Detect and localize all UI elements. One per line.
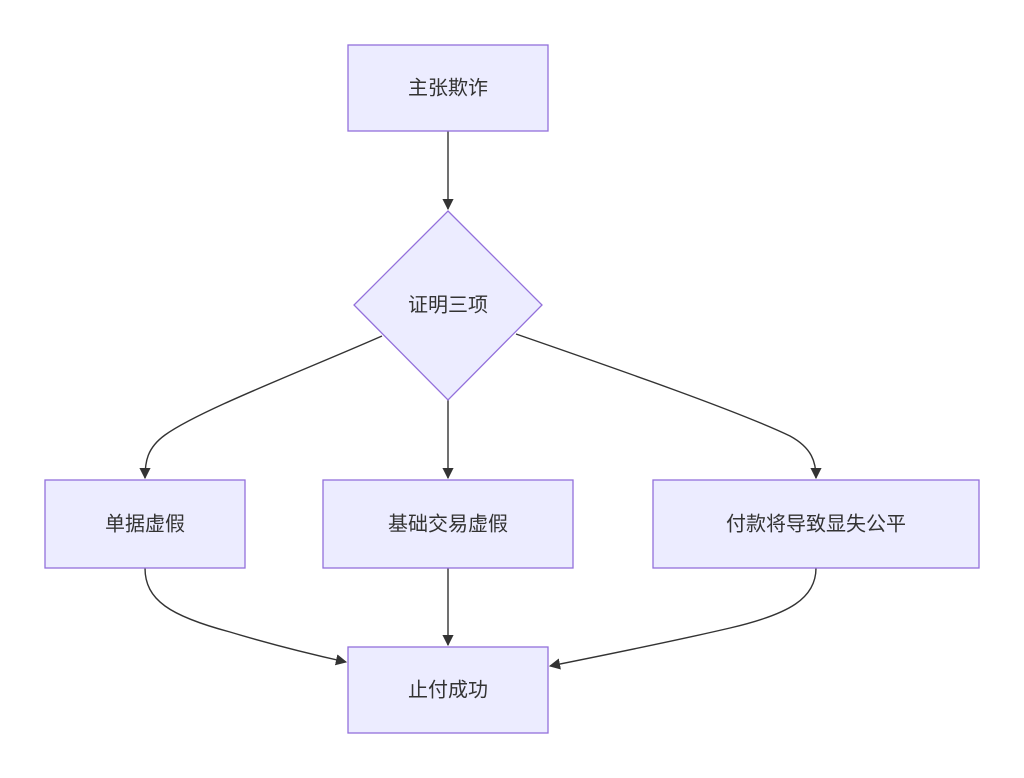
node-docs[interactable]: 单据虚假	[44, 479, 246, 569]
node-stop-label: 止付成功	[408, 678, 488, 702]
edge-unfair-to-stop	[548, 567, 817, 670]
node-unfair-box	[652, 479, 980, 569]
node-basis[interactable]: 基础交易虚假	[322, 479, 574, 569]
edges	[139, 131, 822, 670]
node-claim-box	[347, 44, 549, 132]
edge-docs-to-stop	[144, 567, 348, 666]
node-docs-label: 单据虚假	[105, 512, 185, 536]
node-prove-label: 证明三项	[408, 293, 488, 317]
node-stop[interactable]: 止付成功	[347, 646, 549, 734]
node-unfair[interactable]: 付款将导致显失公平	[652, 479, 980, 569]
node-prove[interactable]: 证明三项	[353, 210, 543, 401]
node-basis-box	[322, 479, 574, 569]
node-claim-label: 主张欺诈	[408, 76, 488, 100]
node-claim[interactable]: 主张欺诈	[347, 44, 549, 132]
node-unfair-label: 付款将导致显失公平	[726, 512, 906, 536]
edge-prove-to-docs	[139, 335, 383, 480]
edge-prove-to-unfair	[515, 333, 822, 480]
node-docs-box	[44, 479, 246, 569]
node-prove-diamond	[353, 210, 543, 401]
node-basis-label: 基础交易虚假	[388, 512, 508, 536]
node-stop-box	[347, 646, 549, 734]
